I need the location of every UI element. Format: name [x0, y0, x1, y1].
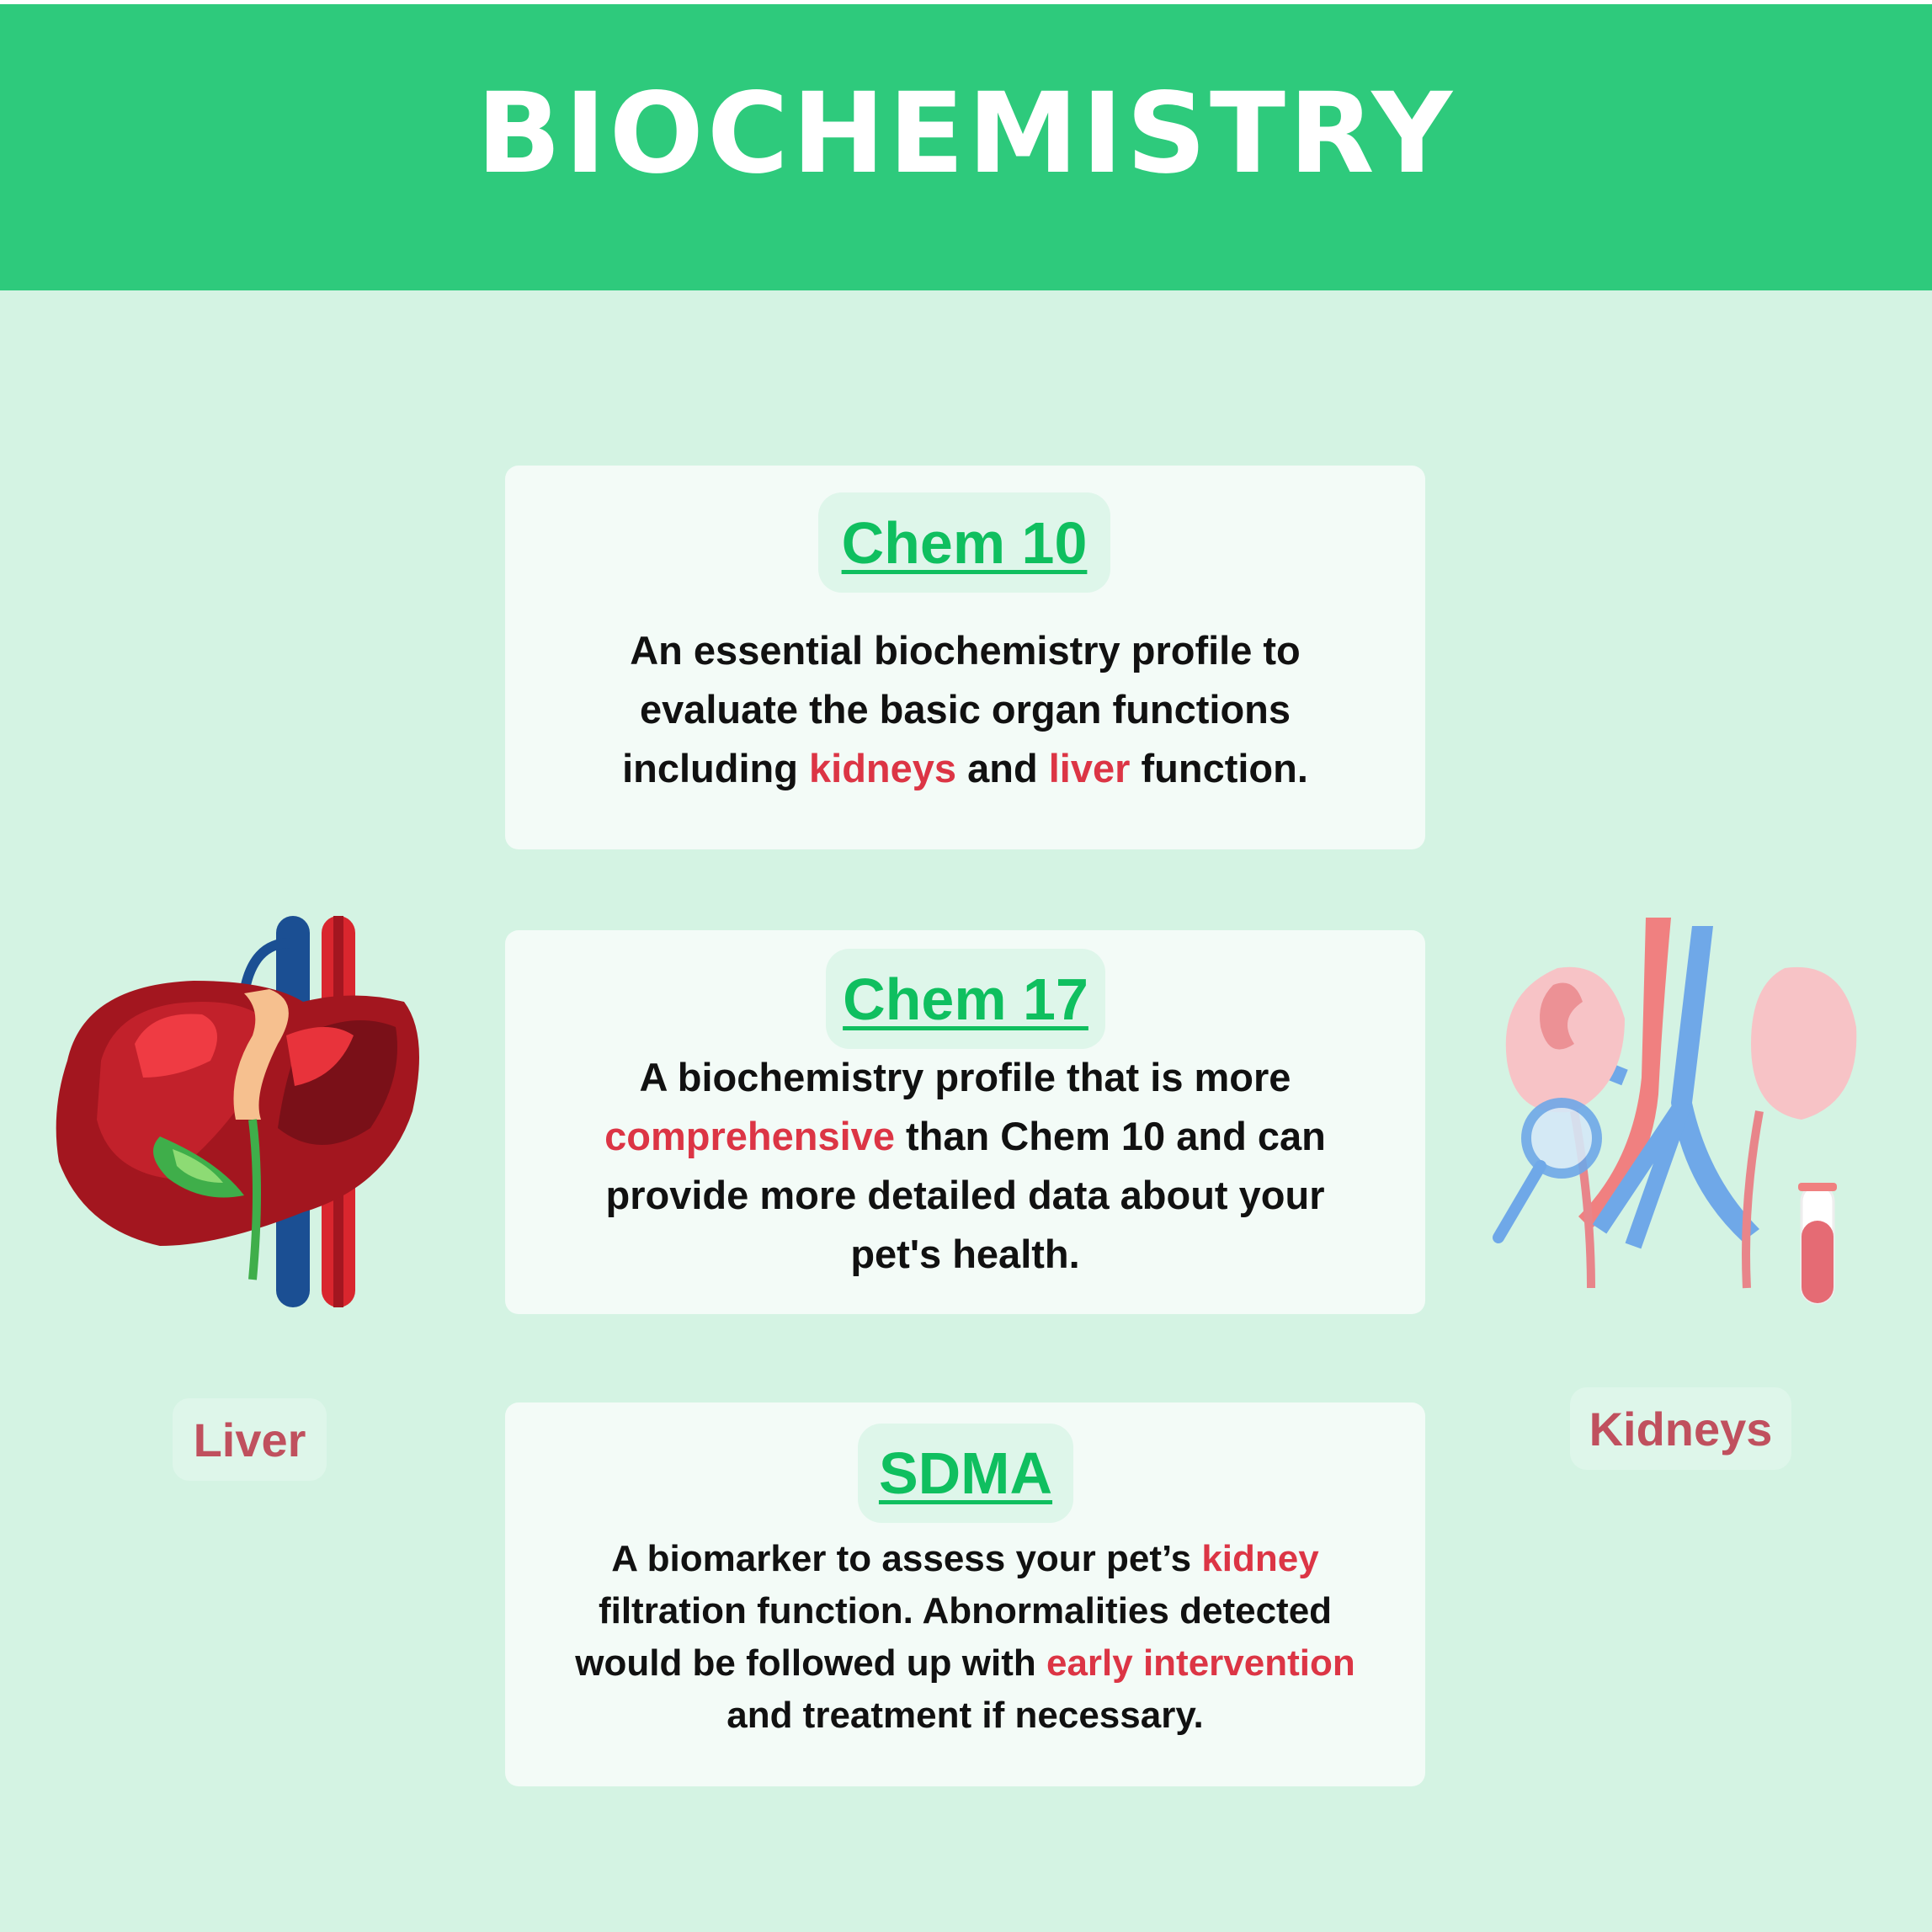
card-description: An essential biochemistry profile to eva…	[522, 621, 1408, 798]
card-sdma: SDMA A biomarker to assess your pet’s ki…	[505, 1402, 1425, 1786]
card-chem17: Chem 17 A biochemistry profile that is m…	[505, 930, 1425, 1314]
description-text: A biomarker to assess your pet’s	[611, 1538, 1202, 1579]
kidneys-illustration-icon	[1493, 918, 1857, 1305]
description-text: A biochemistry profile that is more	[639, 1055, 1291, 1099]
description-text: filtration function. Abnormalities detec…	[575, 1590, 1333, 1684]
highlighted-term: comprehensive	[604, 1114, 895, 1158]
card-title-pill: SDMA	[858, 1424, 1073, 1523]
description-text: than Chem 10 and can provide more detail…	[605, 1114, 1326, 1276]
card-title-chem17[interactable]: Chem 17	[843, 966, 1088, 1032]
liver-illustration-icon	[56, 916, 420, 1307]
highlighted-term: liver	[1048, 746, 1131, 790]
card-description: A biochemistry profile that is more comp…	[522, 1048, 1408, 1284]
liver-label: Liver	[173, 1398, 327, 1481]
card-chem10: Chem 10 An essential biochemistry profil…	[505, 466, 1425, 849]
highlighted-term: early intervention	[1046, 1642, 1355, 1684]
kidneys-label: Kidneys	[1570, 1387, 1791, 1470]
card-description: A biomarker to assess your pet’s kidney …	[522, 1533, 1408, 1742]
card-title-chem10[interactable]: Chem 10	[841, 509, 1088, 576]
highlighted-term: kidneys	[809, 746, 957, 790]
description-text: An essential biochemistry profile to eva…	[622, 628, 1301, 790]
card-title-pill: Chem 17	[826, 949, 1105, 1049]
card-title-pill: Chem 10	[818, 492, 1110, 593]
description-text: and treatment if necessary.	[726, 1695, 1204, 1736]
highlighted-term: kidney	[1201, 1538, 1319, 1579]
description-text: function.	[1130, 746, 1308, 790]
page-title: BIOCHEMISTRY	[476, 69, 1456, 199]
description-text: and	[956, 746, 1049, 790]
header-banner: BIOCHEMISTRY	[0, 0, 1932, 290]
card-title-sdma[interactable]: SDMA	[878, 1440, 1053, 1506]
